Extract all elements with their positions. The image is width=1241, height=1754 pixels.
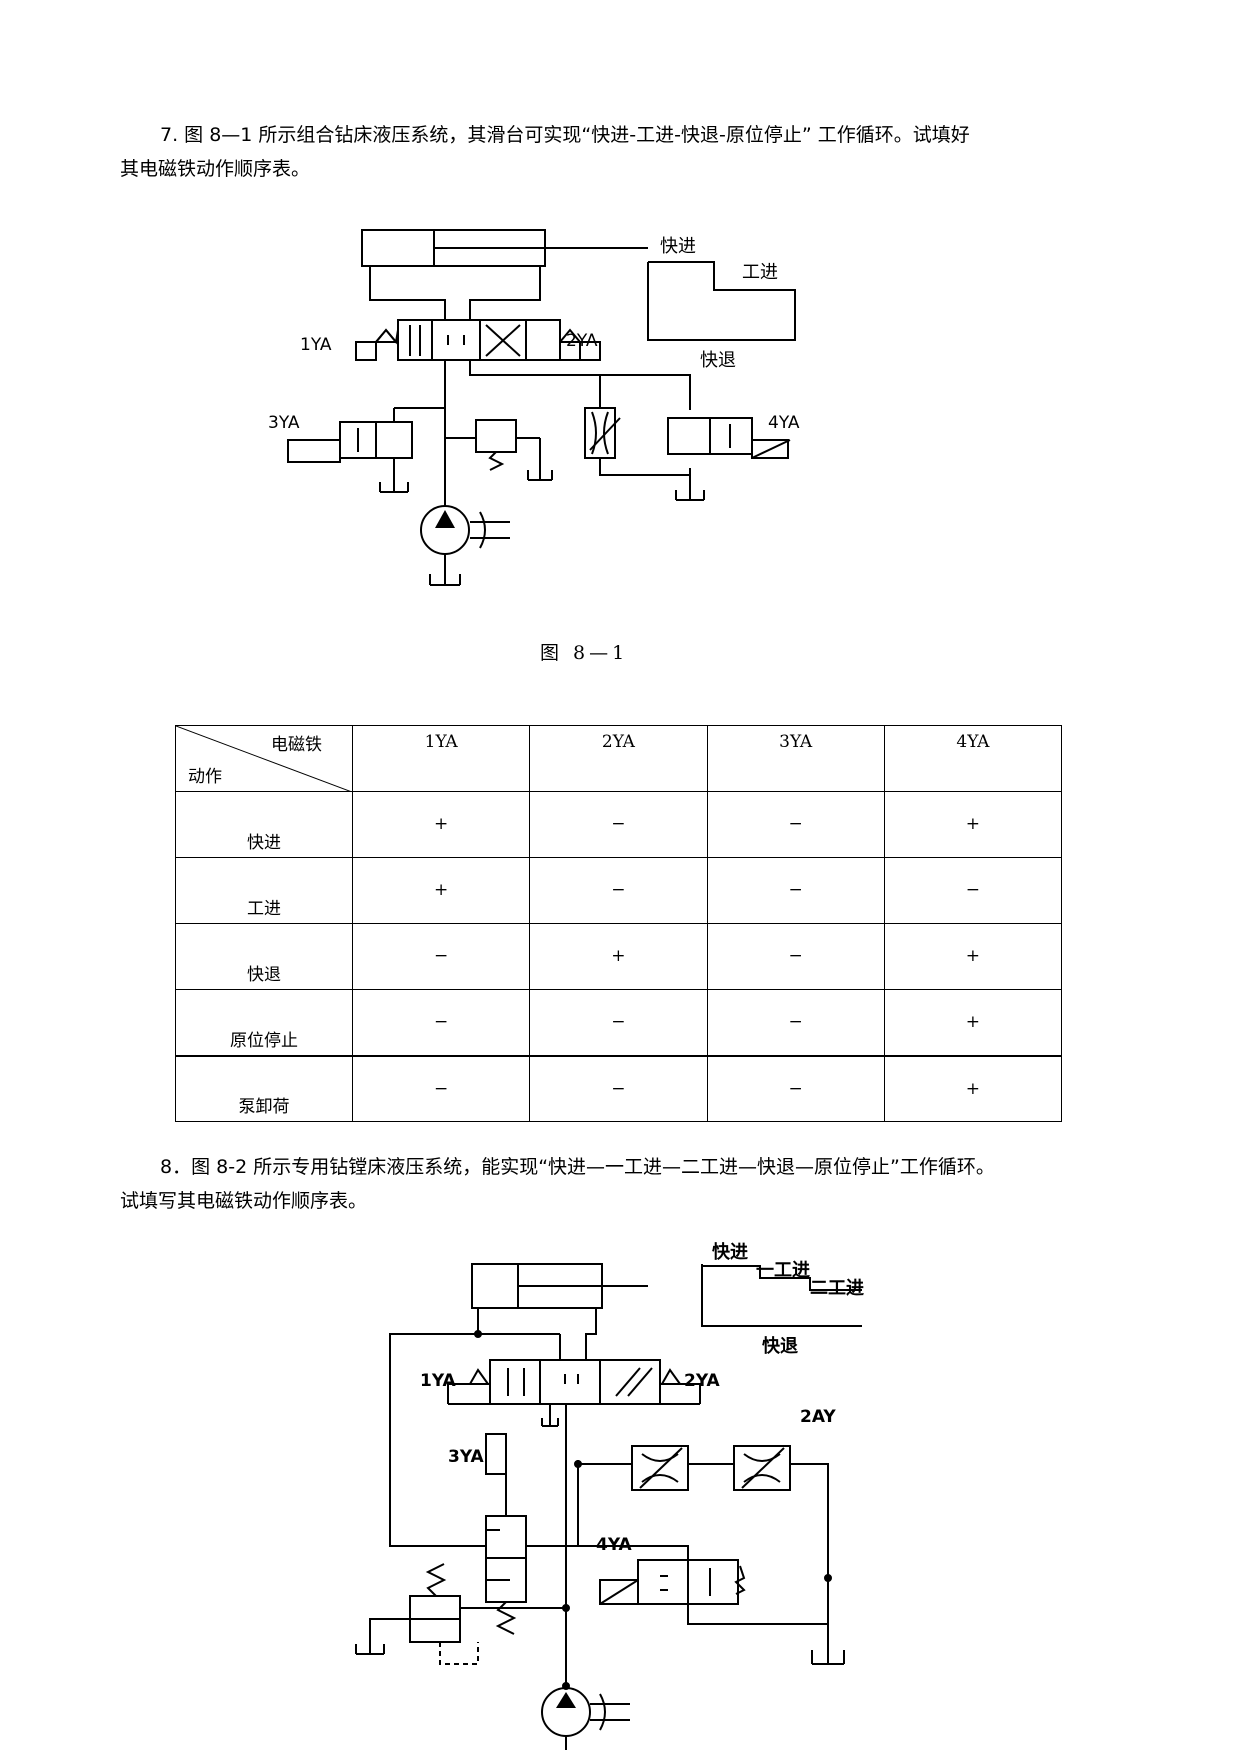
figure-8-2: 快进 一工进 二工进 快退 1YA 2YA 3YA 4YA 2AY — [355, 1241, 864, 1750]
fig2-1ya-label: 1YA — [420, 1371, 457, 1391]
corner-top-label: 电磁铁 — [271, 735, 322, 755]
value-cell: − — [529, 989, 708, 1056]
figure-caption-8-1: 图 8—1 — [540, 642, 629, 664]
fig1-fast-return-label: 快退 — [700, 350, 736, 371]
fig2-work-feed-1-label: 一工进 — [756, 1260, 810, 1281]
fig1-fast-forward-label: 快进 — [660, 236, 696, 257]
table-row: 工进 + − − − — [175, 857, 1063, 924]
value-cell: − — [351, 989, 531, 1056]
value-cell: − — [351, 1054, 531, 1122]
value-cell: − — [351, 923, 531, 990]
value-cell: + — [883, 989, 1063, 1056]
q8-line1: 8．图 8-2 所示专用钻镗床液压系统，能实现“快进—一工进—二工进—快退—原位… — [160, 1156, 995, 1178]
fig1-work-feed-label: 工进 — [742, 262, 778, 283]
value-cell: − — [706, 1054, 885, 1122]
column-header: 4YA — [883, 725, 1063, 792]
value-cell: + — [883, 923, 1063, 990]
fig1-2ya-label: 2YA — [566, 331, 598, 351]
value-cell: + — [351, 791, 531, 858]
fig1-3ya-label: 3YA — [268, 413, 300, 433]
value-cell: − — [706, 791, 885, 858]
corner-diagonal — [176, 726, 352, 792]
fig1-4ya-label: 4YA — [768, 413, 800, 433]
table-header-row: 电磁铁 动作 1YA 2YA 3YA 4YA — [175, 725, 1063, 792]
action-cell: 原位停止 — [175, 989, 353, 1056]
fig2-fast-return-label: 快退 — [762, 1335, 798, 1357]
action-cell: 工进 — [175, 857, 353, 924]
q7-line1: 7. 图 8—1 所示组合钻床液压系统，其滑台可实现“快进-工进-快退-原位停止… — [160, 124, 970, 146]
fig2-4ya-label: 4YA — [596, 1535, 633, 1555]
table-row: 原位停止 − − − + — [175, 989, 1063, 1056]
fig2-work-feed-2-label: 二工进 — [810, 1278, 864, 1299]
action-cell: 快进 — [175, 791, 353, 858]
table-row: 快退 − + − + — [175, 923, 1063, 990]
action-cell: 泵卸荷 — [175, 1054, 353, 1122]
value-cell: + — [883, 1054, 1063, 1122]
table-row: 快进 + − − + — [175, 791, 1063, 858]
column-header: 1YA — [351, 725, 531, 792]
value-cell: + — [529, 923, 708, 990]
fig2-fast-forward-label: 快进 — [712, 1241, 748, 1263]
q8-line2: 试填写其电磁铁动作顺序表。 — [120, 1190, 368, 1212]
action-cell: 快退 — [175, 923, 353, 990]
table-row: 泵卸荷 − − − + — [175, 1054, 1063, 1122]
corner-bottom-label: 动作 — [188, 767, 222, 787]
value-cell: − — [706, 989, 885, 1056]
value-cell: + — [883, 791, 1063, 858]
value-cell: − — [883, 857, 1063, 924]
fig2-2ya-label: 2YA — [684, 1371, 721, 1391]
fig2-3ya-label: 3YA — [448, 1447, 485, 1467]
value-cell: − — [529, 857, 708, 924]
column-header: 3YA — [706, 725, 885, 792]
q7-line2: 其电磁铁动作顺序表。 — [120, 158, 311, 180]
value-cell: − — [706, 923, 885, 990]
value-cell: − — [529, 791, 708, 858]
value-cell: + — [351, 857, 531, 924]
table-corner-cell: 电磁铁 动作 — [175, 725, 353, 792]
value-cell: − — [529, 1054, 708, 1122]
figure-8-1: 快进 工进 快退 1YA 2YA 3YA 4YA — [268, 229, 800, 586]
fig1-1ya-label: 1YA — [300, 335, 332, 355]
value-cell: − — [706, 857, 885, 924]
column-header: 2YA — [529, 725, 708, 792]
fig2-2ay-label: 2AY — [800, 1407, 836, 1427]
solenoid-sequence-table: 电磁铁 动作 1YA 2YA 3YA 4YA 快进 + − − + 工进 + −… — [175, 725, 1063, 1122]
